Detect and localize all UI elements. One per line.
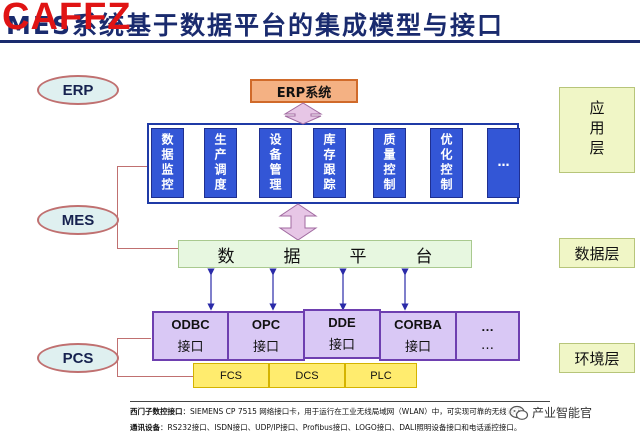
title-underline	[0, 40, 640, 43]
mes-platform-arrow	[278, 203, 318, 241]
interface-corba: CORBA 接口	[379, 311, 457, 361]
notes-block: 西门子数控接口：SIEMENS CP 7515 网络接口卡，用于运行在工业无线局…	[130, 404, 545, 436]
ellipse-pcs: PCS	[37, 343, 119, 373]
field-plc: PLC	[345, 363, 417, 388]
mes-module-7: …	[487, 128, 520, 198]
note-line-2: 通讯设备：RS232接口、ISDN接口、UDP/IP接口、Profibus接口、…	[130, 423, 522, 432]
erp-system-box: ERP系统	[250, 79, 358, 103]
notes-divider	[130, 401, 550, 402]
data-platform-char-1: 数	[217, 246, 235, 267]
layer-environment: 环境层	[559, 343, 635, 373]
mes-module-6: 优化控制	[430, 128, 463, 198]
note-line-1: 西门子数控接口：SIEMENS CP 7515 网络接口卡，用于运行在工业无线局…	[130, 407, 522, 416]
field-fcs: FCS	[193, 363, 269, 388]
ellipse-mes: MES	[37, 205, 119, 235]
mes-bracket-top	[117, 166, 149, 167]
mes-module-4: 库存跟踪	[313, 128, 346, 198]
interface-odbc: ODBC 接口	[152, 311, 229, 361]
interface-dde: DDE 接口	[303, 309, 381, 359]
mes-bracket-bottom	[117, 248, 179, 249]
layer-data: 数据层	[559, 238, 635, 268]
mes-module-1: 数据监控	[151, 128, 184, 198]
platform-interface-arrows	[207, 268, 409, 311]
interface-opc: OPC 接口	[227, 311, 305, 361]
watermark-logo: CAFFZ	[2, 0, 132, 38]
mes-module-5: 质量控制	[373, 128, 406, 198]
field-dcs: DCS	[269, 363, 345, 388]
pcs-bracket-top	[117, 338, 151, 339]
brand-badge: 产业智能官	[506, 403, 596, 422]
erp-mes-arrow	[283, 102, 323, 125]
mes-bracket	[117, 166, 118, 248]
layer-application: 应用层	[559, 87, 635, 173]
data-platform-box: 数 据 平 台	[178, 240, 472, 268]
data-platform-char-3: 平	[349, 246, 367, 267]
mes-module-2: 生产调度	[204, 128, 237, 198]
page-title: MES系统基于数据平台的集成模型与接口	[6, 11, 504, 40]
wechat-icon	[509, 405, 529, 421]
ellipse-erp: ERP	[37, 75, 119, 105]
data-platform-char-2: 据	[283, 246, 301, 267]
brand-name: 产业智能官	[532, 406, 593, 420]
interface-more: … …	[455, 311, 520, 361]
data-platform-char-4: 台	[415, 246, 433, 267]
mes-module-3: 设备管理	[259, 128, 292, 198]
title-area: MES系统基于数据平台的集成模型与接口 CAFFZ	[0, 0, 640, 44]
pcs-bracket-bottom	[117, 376, 193, 377]
